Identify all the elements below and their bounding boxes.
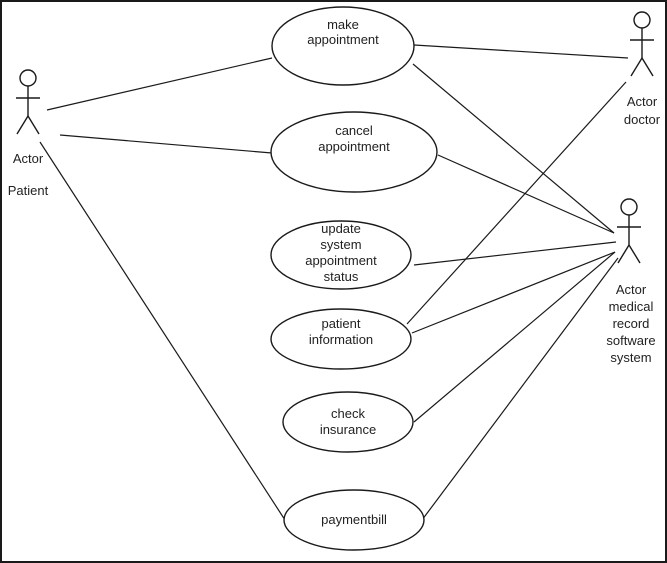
association-doctor-make-appointment bbox=[413, 44, 629, 59]
use-case-label: cancel bbox=[335, 123, 373, 138]
association-mrs-make-appointment bbox=[412, 63, 615, 234]
actor-label: software bbox=[606, 333, 655, 348]
use-case-label: status bbox=[324, 269, 359, 284]
association-mrs-check-insurance bbox=[413, 251, 616, 423]
use-case-label: paymentbill bbox=[321, 512, 387, 527]
use-case-ellipse bbox=[270, 220, 412, 290]
use-case-ellipse bbox=[283, 489, 425, 551]
use-case-label: appointment bbox=[307, 32, 379, 47]
use-case-ellipse bbox=[270, 308, 412, 370]
actor-label: system bbox=[610, 350, 651, 365]
use-case-ellipse bbox=[282, 391, 414, 453]
use-case-label: patient bbox=[321, 316, 360, 331]
association-patient-make-appointment bbox=[46, 57, 273, 111]
use-case-ellipse bbox=[271, 6, 415, 86]
actor-label: Actor bbox=[616, 282, 647, 297]
actor-mrs[interactable]: Actor medical record software system bbox=[606, 198, 656, 365]
use-case-label: appointment bbox=[318, 139, 390, 154]
use-case-ellipse bbox=[270, 111, 438, 193]
association-mrs-cancel-appointment bbox=[437, 154, 615, 234]
association-mrs-update-status bbox=[413, 241, 617, 266]
actor-label: medical bbox=[609, 299, 654, 314]
stick-figure-icon bbox=[16, 69, 40, 135]
actor-label: Patient bbox=[8, 183, 49, 198]
use-case-label: system bbox=[320, 237, 361, 252]
actor-doctor[interactable]: Actor doctor bbox=[624, 11, 661, 127]
use-case-paymentbill[interactable]: paymentbill bbox=[283, 489, 425, 551]
use-case-label: check bbox=[331, 406, 365, 421]
association-mrs-patient-information bbox=[411, 251, 616, 334]
use-cases: makeappointmentcancelappointmentupdatesy… bbox=[270, 6, 438, 551]
use-case-label: update bbox=[321, 221, 361, 236]
use-case-label: make bbox=[327, 17, 359, 32]
actor-label: doctor bbox=[624, 112, 661, 127]
association-patient-paymentbill bbox=[39, 141, 286, 521]
actor-label: Actor bbox=[13, 151, 44, 166]
association-mrs-paymentbill bbox=[421, 257, 619, 521]
actor-label: record bbox=[613, 316, 650, 331]
use-case-label: appointment bbox=[305, 253, 377, 268]
stick-figure-icon bbox=[617, 198, 641, 264]
use-case-label: insurance bbox=[320, 422, 376, 437]
use-case-label: information bbox=[309, 332, 373, 347]
association-patient-cancel-appointment bbox=[59, 134, 273, 154]
association-doctor-patient-information bbox=[406, 81, 627, 325]
actors: ActorPatientActordoctorActormedicalrecor… bbox=[8, 11, 661, 365]
associations bbox=[39, 44, 629, 521]
actor-label: Actor bbox=[627, 94, 658, 109]
stick-figure-icon bbox=[630, 11, 654, 77]
